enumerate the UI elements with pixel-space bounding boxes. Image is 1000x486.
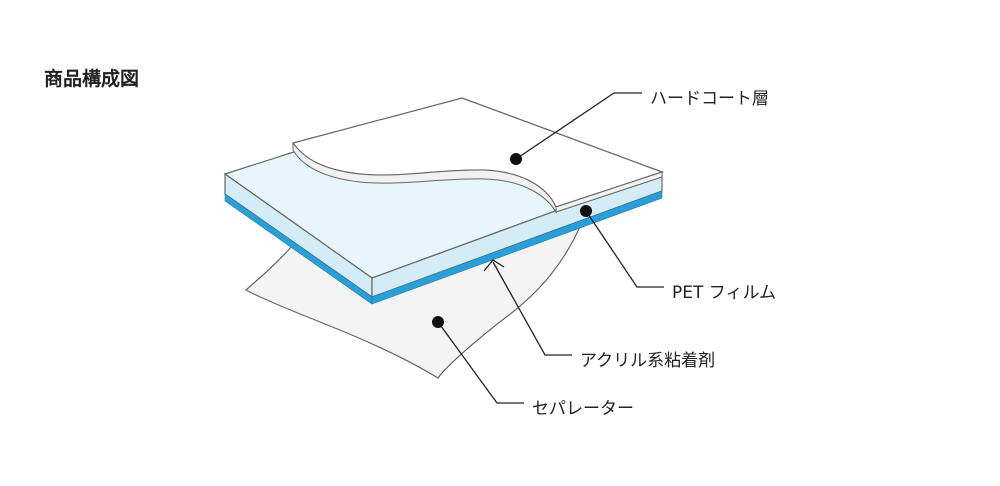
- leader-lines: [437, 92, 664, 404]
- adhesive-layer-right: [371, 190, 663, 305]
- leader-pet: [585, 210, 664, 288]
- marker-hardcoat: [510, 153, 522, 165]
- diagram-title: 商品構成図: [44, 68, 140, 90]
- label-separator: セパレーター: [532, 399, 634, 419]
- label-pet-film: PET フィルム: [672, 283, 777, 303]
- leader-hardcoat: [515, 92, 642, 160]
- adhesive-arrow-head: [483, 259, 505, 272]
- hardcoat-side: [555, 171, 663, 213]
- leader-adhesive: [492, 261, 572, 356]
- label-adhesive: アクリル系粘着剤: [580, 351, 716, 371]
- leader-separator: [437, 321, 524, 404]
- marker-separator: [432, 316, 444, 328]
- label-hardcoat: ハードコート層: [650, 89, 769, 109]
- marker-pet: [580, 205, 592, 217]
